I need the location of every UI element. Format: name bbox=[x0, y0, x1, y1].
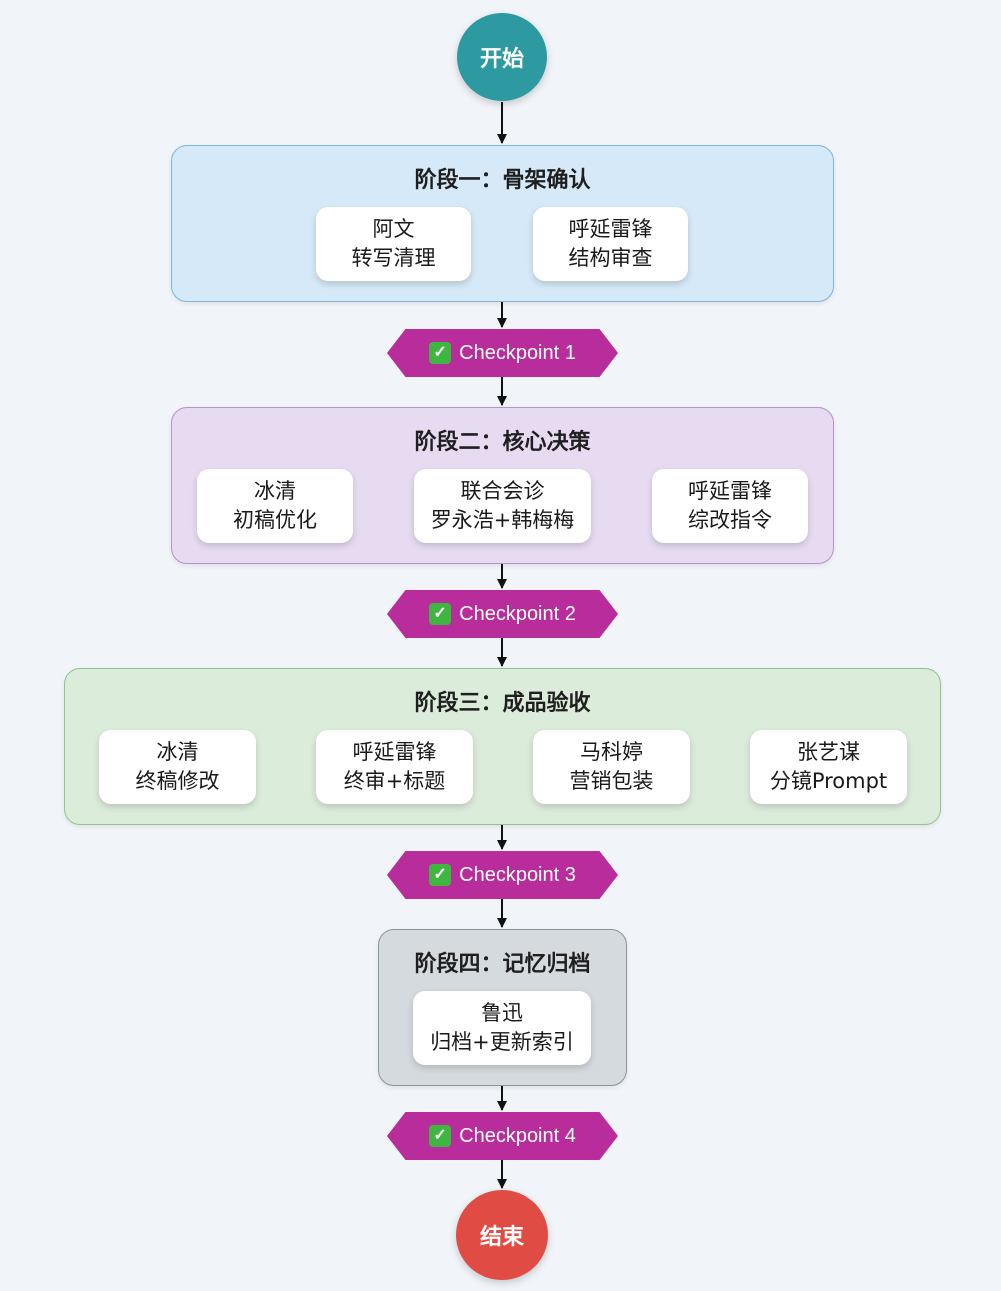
stage-4-task-1: 鲁迅 归档+更新索引 bbox=[413, 991, 591, 1065]
stage-3-task-1: 冰清 终稿修改 bbox=[99, 730, 256, 804]
task-name: 鲁迅 bbox=[481, 1001, 523, 1025]
check-mark-icon: ✓ bbox=[429, 603, 452, 625]
task-description: 综改指令 bbox=[688, 508, 772, 532]
task-name: 联合会诊 bbox=[460, 479, 545, 503]
check-mark-icon: ✓ bbox=[429, 864, 452, 886]
task-name: 呼延雷锋 bbox=[688, 479, 772, 503]
stage-1-title: 阶段一：骨架确认 bbox=[414, 168, 591, 193]
end-node: 结束 bbox=[456, 1190, 548, 1280]
task-description: 归档+更新索引 bbox=[430, 1030, 574, 1054]
task-description: 终审+标题 bbox=[343, 769, 446, 793]
start-label: 开始 bbox=[479, 47, 524, 72]
stage-2-task-2: 联合会诊 罗永浩+韩梅梅 bbox=[414, 469, 591, 543]
end-label: 结束 bbox=[479, 1225, 524, 1250]
checkpoint-label: Checkpoint 4 bbox=[459, 1124, 576, 1147]
stage-1-container: 阶段一：骨架确认 阿文 转写清理 呼延雷锋 结构审查 bbox=[171, 145, 834, 302]
stage-4-container: 阶段四：记忆归档 鲁迅 归档+更新索引 bbox=[378, 929, 627, 1086]
stage-3-task-3: 马科婷 营销包装 bbox=[533, 730, 690, 804]
start-node: 开始 bbox=[457, 13, 547, 101]
task-description: 终稿修改 bbox=[135, 769, 220, 793]
task-name: 阿文 bbox=[372, 217, 415, 241]
checkpoint-3: ✓ Checkpoint 3 bbox=[387, 851, 618, 899]
checkpoint-label: Checkpoint 2 bbox=[459, 602, 576, 625]
task-name: 张艺谋 bbox=[797, 740, 860, 764]
stage-3-task-2: 呼延雷锋 终审+标题 bbox=[316, 730, 473, 804]
check-mark-icon: ✓ bbox=[429, 1125, 452, 1147]
stage-3-container: 阶段三：成品验收 冰清 终稿修改 呼延雷锋 终审+标题 马科婷 营销包装 张艺谋… bbox=[64, 668, 941, 825]
task-description: 罗永浩+韩梅梅 bbox=[430, 508, 575, 532]
stage-1-task-1: 阿文 转写清理 bbox=[316, 207, 471, 281]
stage-1-task-2: 呼延雷锋 结构审查 bbox=[533, 207, 688, 281]
task-description: 初稿优化 bbox=[233, 508, 317, 532]
check-mark-icon: ✓ bbox=[429, 342, 452, 364]
checkpoint-4: ✓ Checkpoint 4 bbox=[387, 1112, 618, 1160]
task-description: 营销包装 bbox=[569, 769, 654, 793]
task-name: 马科婷 bbox=[580, 740, 643, 764]
stage-2-title: 阶段二：核心决策 bbox=[414, 430, 591, 455]
checkpoint-label: Checkpoint 1 bbox=[459, 341, 576, 364]
stage-3-task-4: 张艺谋 分镜Prompt bbox=[750, 730, 907, 804]
checkpoint-label: Checkpoint 3 bbox=[459, 863, 576, 886]
checkpoint-1: ✓ Checkpoint 1 bbox=[387, 329, 618, 377]
stage-3-title: 阶段三：成品验收 bbox=[414, 691, 591, 716]
stage-2-container: 阶段二：核心决策 冰清 初稿优化 联合会诊 罗永浩+韩梅梅 呼延雷锋 综改指令 bbox=[171, 407, 834, 564]
stage-2-task-1: 冰清 初稿优化 bbox=[197, 469, 353, 543]
stage-4-title: 阶段四：记忆归档 bbox=[414, 952, 591, 977]
task-description: 转写清理 bbox=[351, 246, 436, 270]
checkpoint-2: ✓ Checkpoint 2 bbox=[387, 590, 618, 638]
task-description: 结构审查 bbox=[568, 246, 653, 270]
stage-2-task-3: 呼延雷锋 综改指令 bbox=[652, 469, 808, 543]
task-name: 冰清 bbox=[156, 740, 199, 764]
task-description: 分镜Prompt bbox=[769, 769, 888, 793]
task-name: 呼延雷锋 bbox=[352, 740, 437, 764]
task-name: 呼延雷锋 bbox=[568, 217, 653, 241]
task-name: 冰清 bbox=[254, 479, 296, 503]
